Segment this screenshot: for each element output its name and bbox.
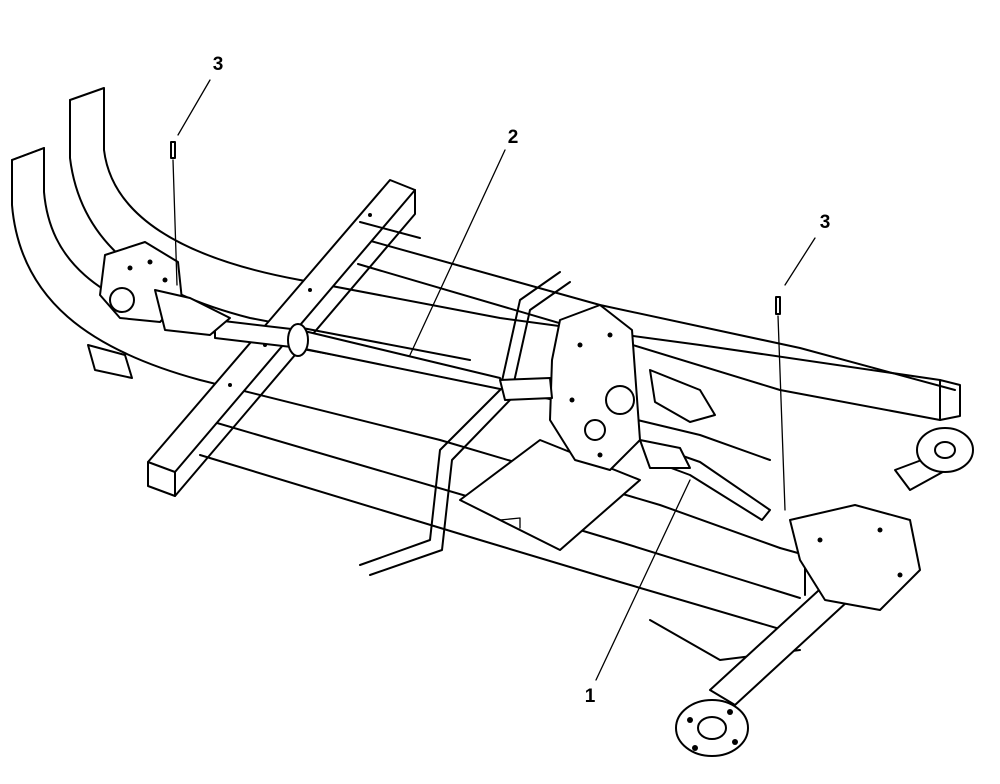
callout-labels: 3 2 3 1 [213,54,831,707]
leader-lines [172,79,816,681]
leader-line-3a [177,79,211,136]
vent-studs [170,141,781,315]
transfer-case [499,304,716,471]
rear-axle [675,427,974,757]
leader-line-3b [784,237,816,286]
callout-label-3a: 3 [213,54,224,75]
callout-label-1: 1 [585,686,596,707]
leader-line-2 [409,149,506,356]
leader-line-3b-stem [777,315,786,511]
crossmembers [147,179,641,576]
callout-label-2: 2 [508,127,519,148]
leader-line-3a-stem [172,159,178,286]
front-differential [87,241,231,379]
leader-line-1 [595,479,691,681]
callout-label-3b: 3 [820,212,831,233]
